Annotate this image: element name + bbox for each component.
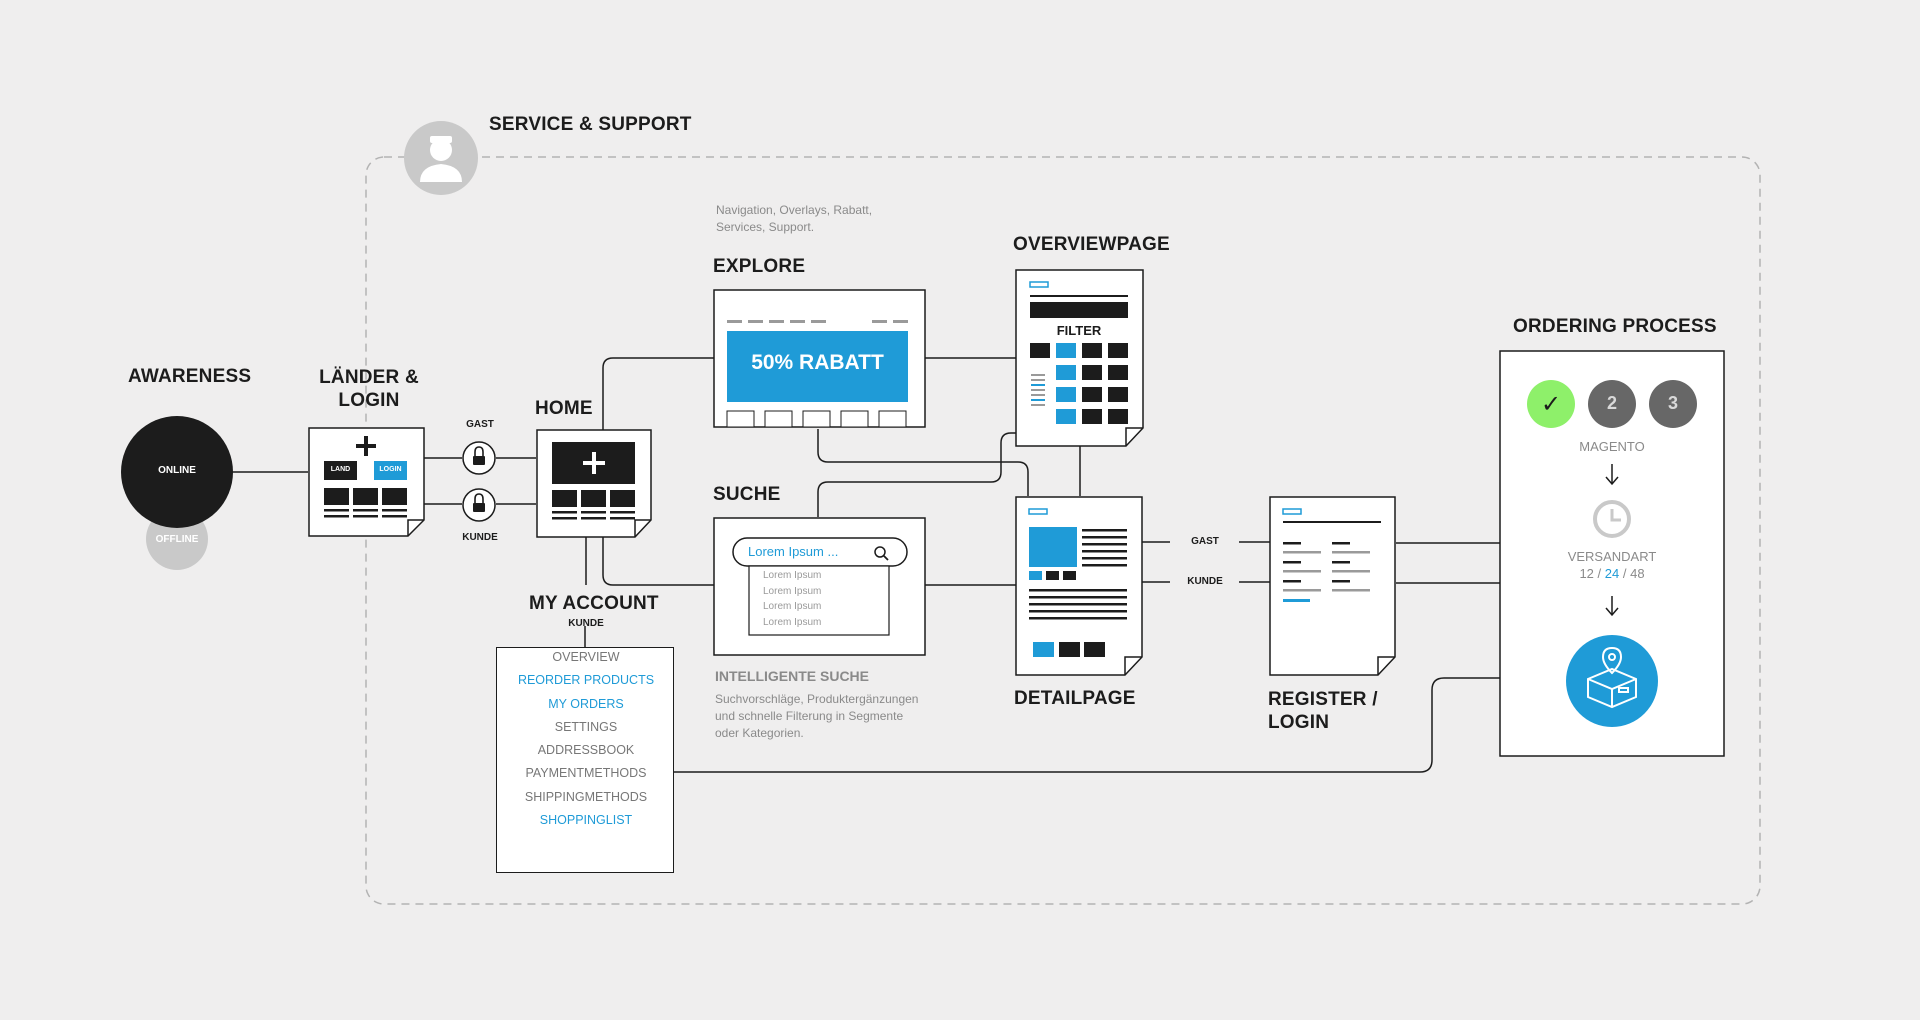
- menu-my-orders[interactable]: MY ORDERS: [548, 696, 624, 711]
- register-login-title: REGISTER / LOGIN: [1268, 688, 1378, 734]
- menu-overview[interactable]: OVERVIEW: [552, 650, 620, 664]
- online-label: ONLINE: [158, 465, 196, 476]
- clock-icon: [1593, 500, 1631, 538]
- overviewpage-title: OVERVIEWPAGE: [1013, 234, 1170, 255]
- search-result-2: Lorem Ipsum: [763, 585, 822, 597]
- menu-addressbook[interactable]: ADDRESSBOOK: [537, 743, 635, 758]
- delivery-circle: [1566, 635, 1658, 727]
- step-2-label: 2: [1606, 393, 1617, 413]
- explore-note: Navigation, Overlays, Rabatt, Services, …: [716, 202, 872, 236]
- step-2-circle: [1588, 380, 1636, 428]
- search-result-3: Lorem Ipsum: [763, 601, 822, 612]
- search-result-1: Lorem Ipsum: [763, 570, 822, 581]
- login-button-label: LOGIN: [379, 466, 402, 473]
- step-3-circle: [1649, 380, 1697, 428]
- my-account-sub: KUNDE: [568, 618, 604, 629]
- search-result-4: Lorem Ipsum: [763, 616, 822, 628]
- step-3-label: 3: [1667, 393, 1678, 413]
- laender-login-doc: [308, 427, 425, 537]
- land-button-label: LAND: [330, 466, 351, 473]
- offline-label: OFFLINE: [155, 534, 199, 545]
- detailpage-title: DETAILPAGE: [1014, 688, 1136, 709]
- plus-icon: [356, 436, 376, 456]
- connectors: [232, 357, 1501, 773]
- versand-option-48: / 48: [1622, 566, 1645, 581]
- overviewpage-doc: [1015, 269, 1144, 447]
- explore-screen: [713, 289, 926, 428]
- search-icon: [874, 546, 889, 561]
- package-icon: [1587, 646, 1637, 709]
- versandart-label: VERSANDART: [1567, 549, 1657, 564]
- lock-icon: [462, 441, 496, 475]
- intelligente-suche-desc: Suchvorschläge, Produktergänzungen und s…: [715, 691, 918, 742]
- menu-shippingmethods[interactable]: SHIPPINGMETHODS: [524, 789, 648, 804]
- filter-label: FILTER: [1056, 323, 1102, 338]
- menu-paymentmethods[interactable]: PAYMENTMETHODS: [525, 766, 647, 781]
- person-icon: [404, 121, 478, 195]
- home-doc: [536, 429, 652, 538]
- versandart-options: 12 / 24 / 48: [1532, 566, 1692, 581]
- search-results: Lorem Ipsum Lorem Ipsum Lorem Ipsum Lore…: [763, 568, 821, 630]
- my-account-menu: OVERVIEW REORDER PRODUCTS MY ORDERS SETT…: [497, 646, 675, 832]
- my-account-box: [496, 647, 674, 873]
- detail-gast-label: GAST: [1191, 536, 1219, 547]
- register-title-line2: LOGIN: [1268, 712, 1330, 733]
- explore-title: EXPLORE: [713, 256, 806, 277]
- search-placeholder: Lorem Ipsum ...: [748, 544, 839, 559]
- explore-note-line2: Services, Support.: [716, 220, 815, 234]
- detailpage-doc: [1015, 496, 1143, 676]
- menu-shoppinglist[interactable]: SHOPPINGLIST: [539, 813, 633, 828]
- awareness-title: AWARENESS: [128, 366, 252, 387]
- laender-title-line1: LÄNDER &: [319, 367, 419, 388]
- suche-title: SUCHE: [713, 484, 781, 505]
- menu-settings[interactable]: SETTINGS: [554, 719, 618, 734]
- menu-reorder-products[interactable]: REORDER PRODUCTS: [517, 673, 655, 688]
- step-1-circle: [1527, 380, 1575, 428]
- kunde-label: KUNDE: [462, 532, 498, 543]
- explore-note-line1: Navigation, Overlays, Rabatt,: [716, 203, 873, 217]
- suche-screen: [713, 517, 926, 656]
- service-support-title: SERVICE & SUPPORT: [489, 114, 692, 135]
- arrow-down-icon: [1605, 464, 1619, 486]
- ordering-process-title: ORDERING PROCESS: [1513, 316, 1717, 337]
- plus-icon: [583, 452, 605, 474]
- online-circle: [121, 416, 233, 528]
- detail-kunde-label: KUNDE: [1187, 576, 1223, 587]
- rabatt-banner: 50% RABATT: [751, 351, 884, 374]
- magento-label: MAGENTO: [1579, 439, 1645, 454]
- my-account-title: MY ACCOUNT: [529, 593, 659, 614]
- lock-icon: [462, 488, 496, 522]
- laender-login-title: LÄNDER & LOGIN: [309, 366, 429, 412]
- home-title: HOME: [535, 398, 593, 419]
- ordering-process-box: [1499, 350, 1725, 757]
- laender-title-line2: LOGIN: [338, 390, 400, 411]
- suche-desc-line1: Suchvorschläge, Produktergänzungen: [715, 692, 919, 706]
- versand-option-24: 24: [1604, 566, 1620, 581]
- intelligente-suche-title: INTELLIGENTE SUCHE: [715, 668, 870, 684]
- suche-desc-line3: oder Kategorien.: [715, 726, 804, 740]
- check-icon: ✓: [1540, 391, 1562, 418]
- register-title-line1: REGISTER /: [1268, 689, 1378, 710]
- arrow-down-icon: [1605, 596, 1619, 617]
- suche-desc-line2: und schnelle Filterung in Segmente: [715, 709, 904, 723]
- register-login-doc: [1269, 496, 1396, 676]
- gast-label: GAST: [466, 419, 494, 430]
- versand-option-12: 12 /: [1579, 566, 1602, 581]
